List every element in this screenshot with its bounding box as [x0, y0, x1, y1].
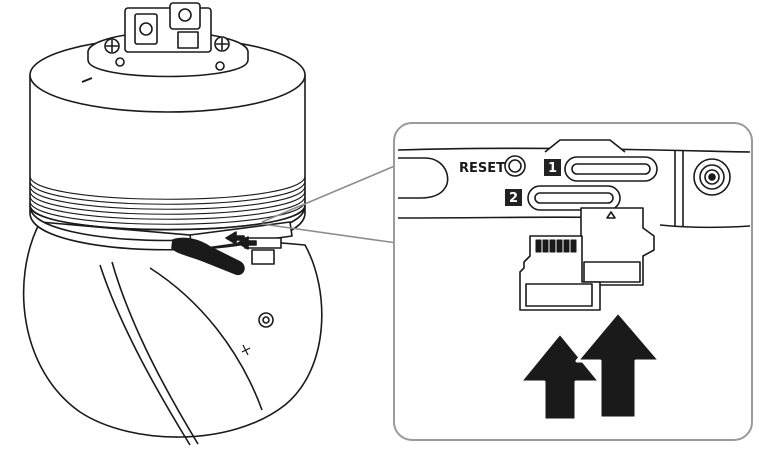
slot-cover-tab: [171, 237, 245, 276]
insert-arrow-left-icon: [518, 331, 602, 422]
micro-sd-contacts: [535, 239, 577, 253]
reset-label: RESET: [459, 161, 505, 176]
ribbed-band: [29, 175, 306, 230]
insert-arrows: [518, 310, 662, 422]
insert-arrow-right-icon: [575, 310, 662, 420]
slot-2-number: 2: [509, 191, 518, 206]
top-mount-bracket: [87, 2, 249, 78]
micro-sd-card-icon: [519, 235, 601, 311]
sd-card-icon: [580, 207, 655, 286]
camera-sphere: [22, 221, 323, 446]
slot-2-badge: 2: [505, 189, 522, 206]
dome-camera: [22, 2, 323, 446]
slot-1-number: 1: [548, 161, 557, 176]
body-slot-area: [171, 221, 293, 276]
callout-leader-lines: [261, 164, 398, 244]
sd-slot-callout: 1 2 RESET: [393, 122, 753, 441]
slot-1-badge: 1: [544, 159, 561, 176]
callout-side-button: [398, 157, 449, 199]
